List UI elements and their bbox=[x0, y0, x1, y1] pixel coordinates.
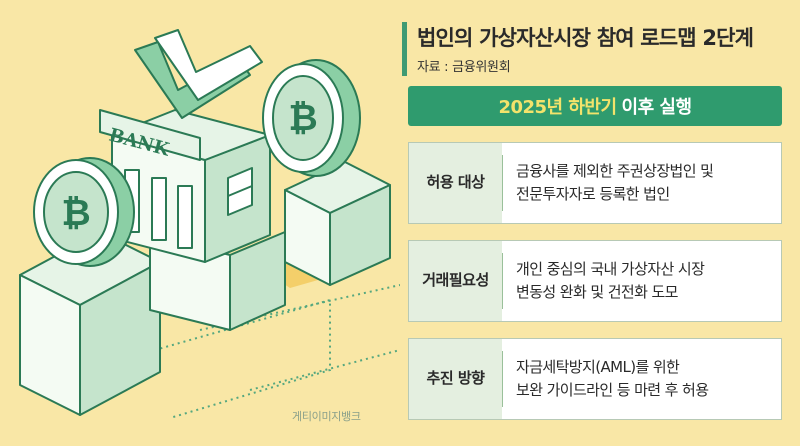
row-description: 개인 중심의 국내 가상자산 시장 변동성 완화 및 건전화 도모 bbox=[516, 241, 775, 321]
row-label-line: 추진 방향 bbox=[426, 369, 485, 388]
bitcoin-coin-right bbox=[262, 59, 361, 177]
row-label-line: 허용 대상 bbox=[426, 173, 485, 192]
title-accent-bar bbox=[402, 22, 407, 76]
row-description: 금융사를 제외한 주권상장법인 및 전문투자자로 등록한 법인 bbox=[516, 143, 775, 223]
row-divider bbox=[502, 155, 503, 211]
image-credit: 게티이미지뱅크 bbox=[292, 410, 361, 423]
row-label: 거래 필요성 bbox=[409, 241, 502, 321]
bank-bitcoin-illustration: BANK ₿ ₿ bbox=[19, 29, 400, 419]
row-label: 허용 대상 bbox=[409, 143, 502, 223]
banner-highlight: 2025년 하반기 bbox=[498, 97, 617, 118]
row-target: 허용 대상 금융사를 제외한 주권상장법인 및 전문투자자로 등록한 법인 bbox=[408, 142, 782, 224]
row-desc-line: 자금세탁방지(AML)를 위한 bbox=[516, 357, 680, 376]
source-note: 자료 : 금융위원회 bbox=[417, 60, 511, 75]
page-title: 법인의 가상자산시장 참여 로드맵 2단계 bbox=[417, 26, 754, 50]
row-direction: 추진 방향 자금세탁방지(AML)를 위한 보완 가이드라인 등 마련 후 허용 bbox=[408, 338, 782, 420]
row-necessity: 거래 필요성 개인 중심의 국내 가상자산 시장 변동성 완화 및 건전화 도모 bbox=[408, 240, 782, 322]
checkmark-icon bbox=[134, 29, 263, 119]
bitcoin-symbol-left: ₿ bbox=[61, 193, 90, 234]
bitcoin-coin-left bbox=[33, 157, 135, 267]
row-label-line: 필요성 bbox=[448, 271, 489, 290]
right-cube bbox=[284, 161, 391, 286]
row-desc-line: 전문투자자로 등록한 법인 bbox=[516, 185, 670, 203]
row-description: 자금세탁방지(AML)를 위한 보완 가이드라인 등 마련 후 허용 bbox=[516, 339, 775, 419]
row-desc-line: 보완 가이드라인 등 마련 후 허용 bbox=[516, 381, 709, 399]
banner-rest: 이후 실행 bbox=[621, 97, 693, 118]
row-desc-line: 금융사를 제외한 주권상장법인 및 bbox=[516, 161, 714, 180]
row-divider bbox=[502, 351, 503, 407]
row-desc-line: 개인 중심의 국내 가상자산 시장 bbox=[516, 259, 705, 278]
timeline-banner: 2025년 하반기 이후 실행 bbox=[408, 86, 782, 126]
row-desc-line: 변동성 완화 및 건전화 도모 bbox=[516, 283, 678, 301]
row-divider bbox=[502, 253, 503, 309]
bitcoin-symbol-right: ₿ bbox=[288, 98, 317, 139]
row-label: 추진 방향 bbox=[409, 339, 502, 419]
row-label-line: 거래 bbox=[422, 271, 449, 290]
bank-building bbox=[99, 109, 271, 263]
